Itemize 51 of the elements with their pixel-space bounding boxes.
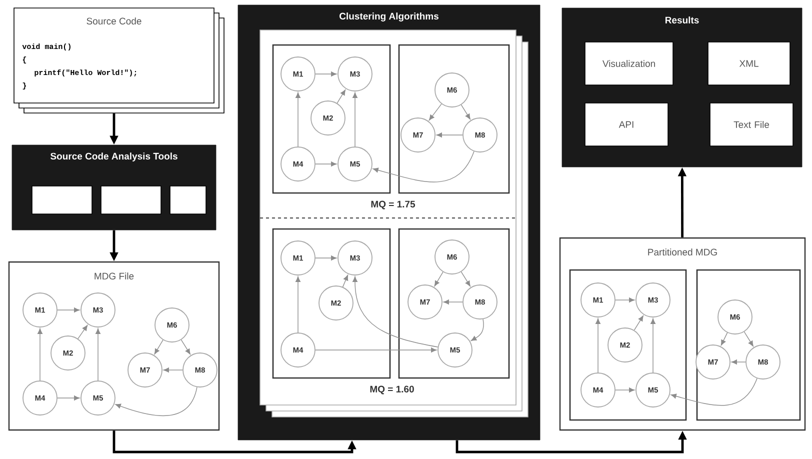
arrow (731, 360, 746, 364)
score-label: MQ = 1.75 (371, 200, 416, 210)
arrow (428, 104, 442, 120)
arrow (115, 386, 198, 416)
cluster-box (398, 44, 510, 194)
arrow (596, 318, 600, 373)
arrow (615, 298, 635, 302)
arrow (57, 396, 80, 400)
arrow (315, 348, 437, 352)
score-label: MQ = 1.60 (370, 386, 414, 394)
output-box: API (584, 102, 668, 146)
arrow (180, 339, 190, 354)
tool-box (170, 186, 206, 214)
output-box: XML (708, 42, 790, 86)
arrow (315, 256, 337, 260)
cluster-box (569, 269, 687, 421)
arrow (720, 332, 728, 346)
cluster-box (696, 269, 801, 421)
cluster-box (272, 228, 391, 379)
cluster-box (398, 228, 510, 379)
arrow (670, 378, 758, 406)
arrow (470, 318, 484, 341)
arrow (154, 340, 164, 354)
arrow (96, 328, 100, 381)
arrow (650, 318, 656, 373)
tool-box (100, 186, 162, 214)
arrow (38, 328, 42, 381)
arrow (615, 388, 635, 392)
arrow (352, 92, 358, 147)
arrow (372, 151, 474, 182)
arrow (443, 300, 463, 304)
tool-box (32, 186, 92, 214)
arrow (460, 271, 470, 286)
arrow (460, 104, 470, 120)
arrow (352, 276, 438, 348)
arrow (744, 331, 754, 346)
arrow (634, 316, 644, 331)
arrow (315, 72, 337, 76)
output-box: Visualization (584, 42, 674, 86)
arrow (296, 276, 300, 333)
arrow (57, 308, 80, 312)
arrow (436, 132, 463, 138)
output-box: Text File (710, 102, 794, 146)
arrow (78, 325, 88, 340)
arrow (336, 90, 346, 104)
arrow (296, 92, 300, 147)
cluster-box (272, 44, 391, 194)
arrow (163, 368, 183, 372)
arrow (342, 274, 348, 288)
arrow (315, 162, 337, 166)
arrow (434, 272, 444, 286)
